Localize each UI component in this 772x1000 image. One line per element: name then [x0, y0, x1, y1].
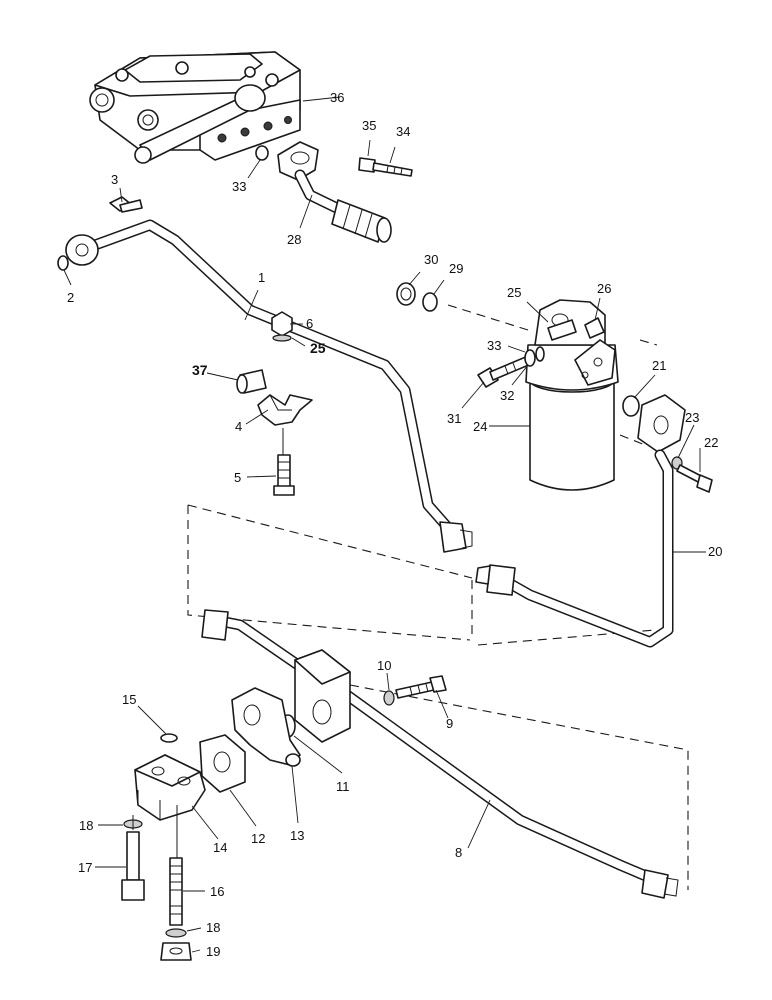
- o-ring-29: [422, 292, 438, 312]
- label-21: 21: [652, 358, 666, 373]
- part-labels: 36 35 34 33 28 3 2 1 6 25 37 4 5 30 29 2…: [67, 90, 722, 959]
- label-12: 12: [251, 831, 265, 846]
- label-36: 36: [330, 90, 344, 105]
- washer-18-lower: [165, 928, 187, 938]
- bolt-3: [109, 196, 143, 213]
- label-18-lower: 18: [206, 920, 220, 935]
- label-25-nut: 25: [310, 340, 326, 356]
- bolt-34-washer-35: [358, 157, 413, 177]
- o-ring-21: [622, 395, 640, 417]
- label-33-lower: 33: [487, 338, 501, 353]
- label-34: 34: [396, 124, 410, 139]
- washer-30: [396, 282, 416, 306]
- label-10: 10: [377, 658, 391, 673]
- label-5: 5: [234, 470, 241, 485]
- fitting-26: [584, 317, 605, 339]
- label-25-filter: 25: [507, 285, 521, 300]
- sleeve-37: [236, 369, 267, 394]
- bolt-5: [273, 428, 295, 496]
- washer-10: [383, 690, 395, 706]
- label-1: 1: [258, 270, 265, 285]
- label-26: 26: [597, 281, 611, 296]
- label-29: 29: [449, 261, 463, 276]
- label-28: 28: [287, 232, 301, 247]
- label-30: 30: [424, 252, 438, 267]
- block-11: [294, 649, 351, 743]
- fitting-25-filter: [547, 319, 577, 341]
- label-20: 20: [708, 544, 722, 559]
- o-ring-33-upper: [255, 145, 269, 161]
- elbow-flange-13: [231, 687, 301, 767]
- label-33-upper: 33: [232, 179, 246, 194]
- leader-lines: [63, 96, 706, 953]
- bolt-9: [395, 675, 447, 699]
- label-31: 31: [447, 411, 461, 426]
- label-22: 22: [704, 435, 718, 450]
- stud-16: [169, 805, 183, 926]
- gasket-12: [199, 734, 246, 793]
- nut-6: [271, 311, 293, 342]
- label-2: 2: [67, 290, 74, 305]
- washer-32: [524, 349, 536, 367]
- label-18-upper: 18: [79, 818, 93, 833]
- label-16: 16: [210, 884, 224, 899]
- label-37: 37: [192, 362, 208, 378]
- label-19: 19: [206, 944, 220, 959]
- label-14: 14: [213, 840, 227, 855]
- label-6: 6: [306, 316, 313, 331]
- label-32: 32: [500, 388, 514, 403]
- washer-33-lower: [535, 346, 545, 362]
- label-17: 17: [78, 860, 92, 875]
- label-13: 13: [290, 828, 304, 843]
- label-11: 11: [336, 779, 350, 794]
- pipe-1: [65, 219, 473, 553]
- elbow-pipe-28: [277, 141, 392, 243]
- label-15: 15: [122, 692, 136, 707]
- control-valve-block: [89, 51, 301, 164]
- label-24: 24: [473, 419, 487, 434]
- flange-pipe-20: [637, 394, 686, 453]
- assembly-guide-lines: [187, 304, 689, 890]
- bolt-22: [676, 464, 713, 493]
- label-35: 35: [362, 118, 376, 133]
- mounting-block-14: [134, 754, 206, 821]
- label-4: 4: [235, 419, 242, 434]
- label-3: 3: [111, 172, 118, 187]
- label-8: 8: [455, 845, 462, 860]
- nut-19: [160, 942, 192, 961]
- clamp-4: [257, 394, 313, 426]
- o-ring-15: [160, 733, 178, 743]
- o-ring-2: [57, 255, 69, 271]
- label-23: 23: [685, 410, 699, 425]
- bolt-17: [121, 815, 145, 901]
- label-9: 9: [446, 716, 453, 731]
- pipe-20: [475, 449, 674, 648]
